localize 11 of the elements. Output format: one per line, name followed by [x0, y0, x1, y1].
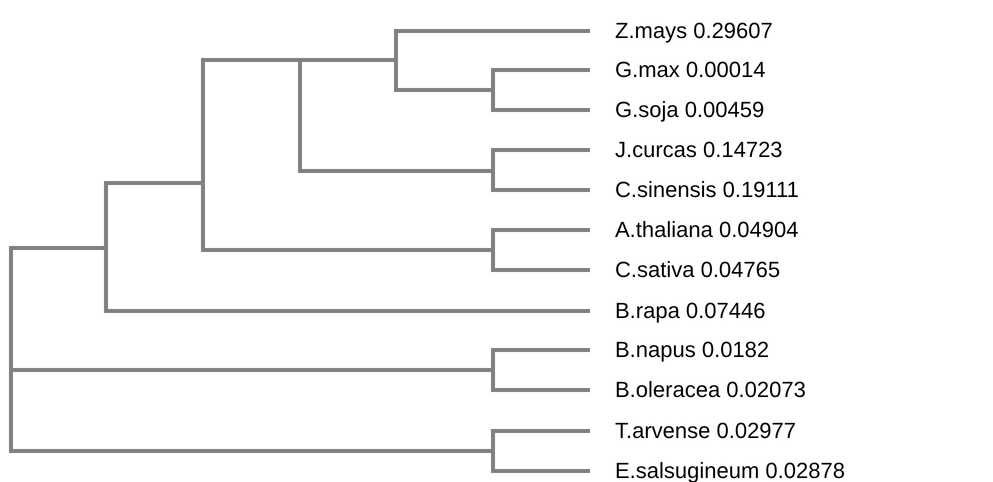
species-label: C.sativa 0.04765 — [615, 259, 780, 281]
species-label: B.rapa 0.07446 — [615, 300, 766, 322]
species-label: B.napus 0.0182 — [615, 339, 770, 361]
species-label: T.arvense 0.02977 — [615, 420, 796, 442]
species-label: B.oleracea 0.02073 — [615, 379, 806, 401]
species-label: G.max 0.00014 — [615, 59, 766, 81]
species-label: A.thaliana 0.04904 — [615, 219, 798, 241]
species-label: C.sinensis 0.19111 — [615, 179, 799, 201]
species-label: J.curcas 0.14723 — [615, 139, 783, 161]
species-label: G.soja 0.00459 — [615, 99, 764, 121]
species-label: Z.mays 0.29607 — [615, 20, 773, 42]
